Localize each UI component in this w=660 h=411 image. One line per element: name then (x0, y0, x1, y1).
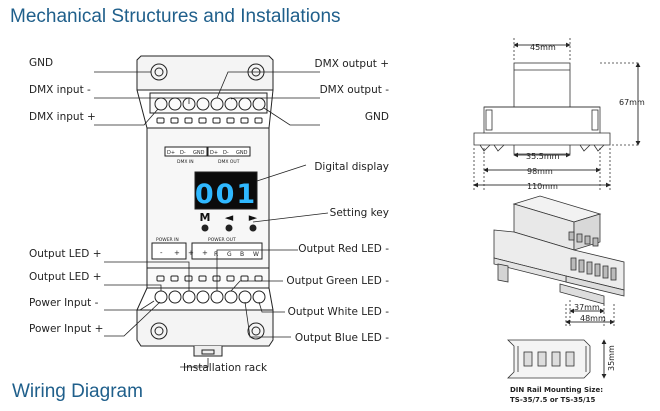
label-output-blue: Output Blue LED - (295, 332, 389, 344)
dmx-out-pin-3: GND (236, 150, 248, 156)
label-dmx-output-minus: DMX output - (320, 84, 390, 96)
power-in-label: POWER IN (156, 237, 179, 243)
callout-lines (94, 71, 329, 368)
dmx-out-label: DMX OUT (218, 159, 240, 165)
label-dmx-input-plus: DMX input + (29, 111, 96, 123)
label-output-red: Output Red LED - (298, 243, 389, 255)
key-m-label: M (200, 211, 211, 224)
base-dimension-lines (565, 300, 615, 326)
label-gnd-right: GND (365, 111, 389, 123)
dmx-in-label: DMX IN (177, 159, 194, 165)
installation-rack (193, 346, 223, 357)
label-output-white: Output White LED - (288, 306, 390, 318)
isometric-view-drawing (493, 195, 625, 305)
dmx-in-pin-1: D+ (167, 150, 175, 156)
key-left-label: ◄ (225, 211, 234, 224)
bottom-pin-4: + (202, 249, 208, 257)
key-right-dot (249, 224, 257, 232)
label-installation-rack: Installation rack (183, 362, 268, 374)
key-m-dot (201, 224, 209, 232)
side-view-drawing (473, 38, 641, 190)
bottom-terminal-screws (154, 290, 266, 304)
dim-inner-width: 98mm (527, 167, 553, 176)
mounting-hole-bottom-left (150, 322, 168, 340)
label-output-led-plus-2: Output LED + (29, 271, 102, 283)
label-power-input-minus: Power Input - (29, 297, 99, 309)
top-terminal-slots (156, 117, 263, 124)
bottom-pin-3: + (188, 249, 194, 257)
label-dmx-input-minus: DMX input - (29, 84, 91, 96)
label-power-input-plus: Power Input + (29, 323, 103, 335)
dim-rail-height: 35mm (607, 345, 616, 371)
label-output-green: Output Green LED - (286, 275, 389, 287)
dim-base-outer: 48mm (580, 314, 606, 323)
key-right-label: ► (249, 211, 258, 224)
dmx-in-pin-2: D- (180, 150, 186, 156)
label-setting-key: Setting key (330, 207, 389, 219)
bottom-pin-1: - (160, 249, 163, 257)
dim-width-top: 45mm (530, 43, 556, 52)
label-output-led-plus-1: Output LED + (29, 248, 102, 260)
label-digital-display: Digital display (314, 161, 389, 173)
label-gnd-left: GND (29, 57, 53, 69)
mechanical-title: Mechanical Structures and Installations (10, 6, 341, 27)
rail-note-line2: TS-35/7.5 or TS-35/15 (510, 396, 595, 404)
wiring-title: Wiring Diagram (12, 381, 143, 402)
mounting-hole-bottom-right (247, 322, 265, 340)
label-dmx-output-plus: DMX output + (315, 58, 389, 70)
dmx-out-pin-1: D+ (210, 150, 218, 156)
dmx-in-pin-3: GND (193, 150, 205, 156)
color-pin-w: W (253, 251, 259, 258)
display-value: 001 (195, 179, 257, 210)
power-out-label: POWER OUT (208, 237, 236, 243)
bottom-pin-2: + (174, 249, 180, 257)
color-pin-r: R (214, 251, 218, 258)
key-left-dot (225, 224, 233, 232)
rail-note-line1: DIN Rail Mounting Size: (510, 386, 603, 394)
digital-display (194, 171, 258, 210)
color-pin-b: B (240, 251, 244, 258)
device-front-view (136, 55, 274, 357)
dim-rail-inner: 35.5mm (526, 152, 560, 161)
dim-base-inner: 37mm (574, 303, 600, 312)
dim-height: 67mm (619, 98, 645, 107)
color-pin-g: G (227, 251, 232, 258)
dim-total-width: 110mm (527, 182, 558, 191)
din-rail-drawing (507, 339, 607, 379)
dmx-out-pin-2: D- (223, 150, 229, 156)
